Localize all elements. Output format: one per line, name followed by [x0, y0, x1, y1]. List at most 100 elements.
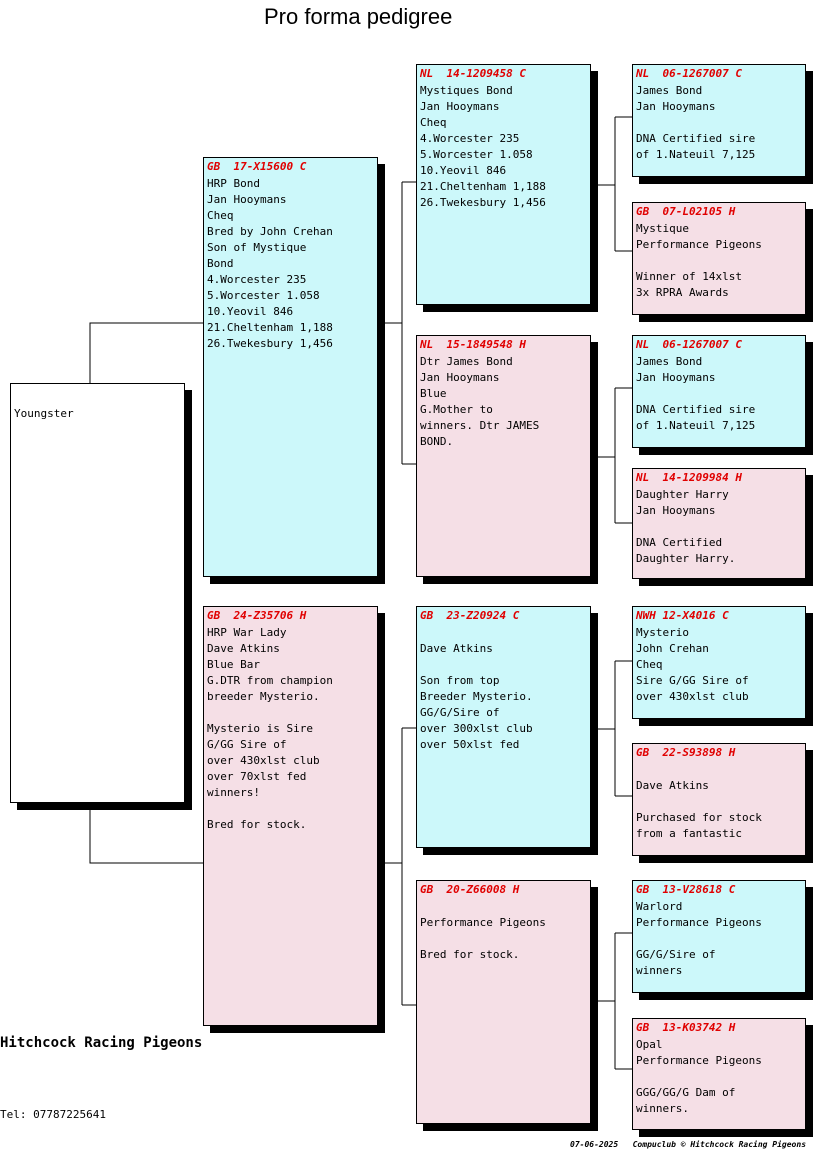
sire-dam-card: NL 15-1849548 H Dtr James Bond Jan Hooym… [416, 335, 591, 577]
sire-line: Jan Hooymans [207, 193, 287, 206]
gg7-line: Performance Pigeons [636, 916, 762, 929]
dam-sire-line: Breeder Mysterio. [420, 690, 533, 703]
sire-sire-line: Mystiques Bond [420, 84, 513, 97]
dam-line: G/GG Sire of [207, 738, 287, 751]
gg6-line: Dave Atkins [636, 779, 709, 792]
great-grandparent-card-3: NL 06-1267007 C James Bond Jan Hooymans … [632, 335, 806, 448]
dam-line: Bred for stock. [207, 818, 307, 831]
sire-line: Son of Mystique [207, 241, 307, 254]
gg4-line: Daughter Harry. [636, 552, 736, 565]
gg6-line [636, 794, 802, 810]
gg1-ring-number: NL 06-1267007 C [636, 67, 742, 80]
gg4-ring-number: NL 14-1209984 H [636, 471, 742, 484]
dam-sire-line: Dave Atkins [420, 642, 493, 655]
gg5-line: Sire G/GG Sire of [636, 674, 749, 687]
connector-subject-dam [89, 804, 204, 864]
gg8-line [636, 1069, 802, 1085]
gg3-line: James Bond [636, 355, 703, 368]
gg4-line: Daughter Harry [636, 488, 729, 501]
sire-dam-line: Blue [420, 387, 447, 400]
dam-dam-line: Performance Pigeons [420, 916, 546, 929]
connector-ds-greatgrandparents [590, 660, 633, 797]
gg8-ring-number: GB 13-K03742 H [636, 1021, 736, 1034]
gg3-line: Jan Hooymans [636, 371, 716, 384]
gg5-line: Cheq [636, 658, 663, 671]
page-title: Pro forma pedigree [264, 4, 453, 29]
gg5-line: John Crehan [636, 642, 709, 655]
gg1-line: Jan Hooymans [636, 100, 716, 113]
dam-card: GB 24-Z35706 H HRP War Lady Dave Atkins … [203, 606, 378, 1026]
gg7-line [636, 931, 802, 947]
dam-dam-card: GB 20-Z66008 H Performance Pigeons Bred … [416, 880, 591, 1124]
great-grandparent-card-1: NL 06-1267007 C James Bond Jan Hooymans … [632, 64, 806, 177]
gg2-ring-number: GB 07-L02105 H [636, 205, 736, 218]
gg8-line: Performance Pigeons [636, 1054, 762, 1067]
gg2-line: Mystique [636, 222, 689, 235]
breeder-name: Hitchcock Racing Pigeons [0, 1035, 203, 1051]
great-grandparent-card-4: NL 14-1209984 H Daughter Harry Jan Hooym… [632, 468, 806, 579]
telephone-number: Tel: 07787225641 [0, 1108, 106, 1121]
sire-line: 4.Worcester 235 [207, 273, 307, 286]
gg3-line: of 1.Nateuil 7,125 [636, 419, 756, 432]
sire-line: 10.Yeovil 846 [207, 305, 294, 318]
dam-sire-line [420, 657, 587, 673]
gg7-ring-number: GB 13-V28618 C [636, 883, 736, 896]
great-grandparent-card-7: GB 13-V28618 C Warlord Performance Pigeo… [632, 880, 806, 993]
sire-line: Cheq [207, 209, 234, 222]
dam-sire-line: Son from top [420, 674, 500, 687]
connector-ss-greatgrandparents [590, 116, 633, 252]
dam-dam-line [420, 931, 587, 947]
gg5-line: over 430xlst club [636, 690, 749, 703]
sire-dam-line: G.Mother to [420, 403, 493, 416]
connector-sd-greatgrandparents [590, 387, 633, 524]
sire-card: GB 17-X15600 C HRP Bond Jan Hooymans Che… [203, 157, 378, 577]
sire-ring-number: GB 17-X15600 C [207, 160, 307, 173]
gg5-ring-number: NWH 12-X4016 C [636, 609, 729, 622]
sire-dam-line: BOND. [420, 435, 454, 448]
subject-name: Youngster [14, 407, 74, 420]
dam-sire-line: over 300xlst club [420, 722, 533, 735]
gg7-line: Warlord [636, 900, 683, 913]
sire-sire-ring-number: NL 14-1209458 C [420, 67, 526, 80]
dam-line: over 430xlst club [207, 754, 320, 767]
connector-subject-sire [89, 322, 204, 384]
dam-line [207, 705, 374, 721]
gg8-line: GGG/GG/G Dam of [636, 1086, 736, 1099]
dam-dam-line [420, 899, 587, 915]
dam-line: Dave Atkins [207, 642, 280, 655]
gg7-line: winners [636, 964, 683, 977]
dam-sire-ring-number: GB 23-Z20924 C [420, 609, 520, 622]
sire-dam-line: Jan Hooymans [420, 371, 500, 384]
sire-line: HRP Bond [207, 177, 260, 190]
sire-sire-line: 4.Worcester 235 [420, 132, 520, 145]
connector-sire-grandparents [378, 181, 417, 465]
connector-dd-greatgrandparents [590, 932, 633, 1070]
sire-line: 21.Cheltenham 1,188 [207, 321, 333, 334]
dam-line: winners! [207, 786, 260, 799]
dam-line: G.DTR from champion [207, 674, 333, 687]
sire-sire-line: 10.Yeovil 846 [420, 164, 507, 177]
gg6-ring-number: GB 22-S93898 H [636, 746, 736, 759]
dam-dam-line: Bred for stock. [420, 948, 520, 961]
sire-sire-card: NL 14-1209458 C Mystiques Bond Jan Hooym… [416, 64, 591, 305]
sire-sire-line: 26.Twekesbury 1,456 [420, 196, 546, 209]
gg4-line: Jan Hooymans [636, 504, 716, 517]
dam-sire-line: GG/G/Sire of [420, 706, 500, 719]
dam-line: Blue Bar [207, 658, 260, 671]
gg1-line: DNA Certified sire [636, 132, 756, 145]
connector-dam-grandparents [378, 727, 417, 1006]
dam-line: Mysterio is Sire [207, 722, 313, 735]
gg7-line: GG/G/Sire of [636, 948, 716, 961]
sire-sire-line: Cheq [420, 116, 447, 129]
sire-dam-ring-number: NL 15-1849548 H [420, 338, 526, 351]
dam-line: HRP War Lady [207, 626, 287, 639]
sire-line: Bond [207, 257, 234, 270]
great-grandparent-card-8: GB 13-K03742 H Opal Performance Pigeons … [632, 1018, 806, 1130]
dam-sire-line: over 50xlst fed [420, 738, 520, 751]
gg1-line: James Bond [636, 84, 703, 97]
gg6-line [636, 762, 802, 778]
gg6-line: Purchased for stock [636, 811, 762, 824]
gg3-ring-number: NL 06-1267007 C [636, 338, 742, 351]
gg5-line: Mysterio [636, 626, 689, 639]
gg3-line [636, 386, 802, 402]
